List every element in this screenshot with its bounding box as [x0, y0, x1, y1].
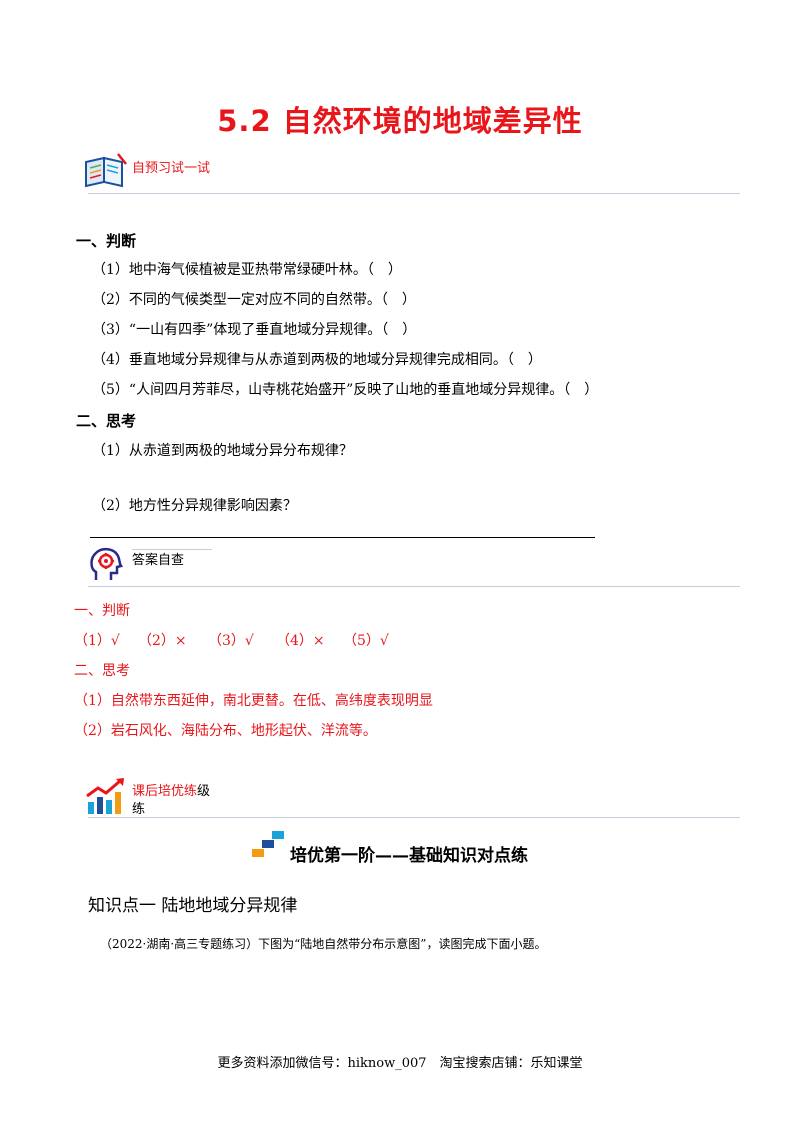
question-item: （4）垂直地域分异规律与从赤道到两极的地域分异规律完成相同。（ ）	[92, 352, 542, 368]
question-item: （2）地方性分异规律影响因素？	[92, 498, 297, 514]
question-item: （5）“人间四月芳菲尽，山寺桃花始盛开”反映了山地的垂直地域分异规律。（ ）	[92, 382, 599, 398]
preview-label: 自预习试一试	[132, 161, 211, 176]
question-item: （2）不同的气候类型一定对应不同的自然带。（ ）	[92, 292, 416, 308]
answer-item: （4）×	[276, 633, 325, 649]
question-intro: （2022·湖南·高三专题练习）下图为“陆地自然带分布示意图”，读图完成下面小题…	[100, 937, 547, 951]
practice-label-red: 课后培优练	[132, 784, 198, 799]
stage-title: 培优第一阶——基础知识对点练	[290, 846, 528, 866]
divider	[88, 193, 740, 194]
growth-chart-icon	[84, 776, 128, 816]
question-item: （1）从赤道到两极的地域分异分布规律？	[92, 443, 353, 459]
answer-item: （5）√	[343, 633, 389, 649]
answer-item: （3）√	[208, 633, 254, 649]
divider	[88, 817, 740, 818]
answer-item: （1）√	[74, 633, 120, 649]
divider	[88, 586, 740, 587]
practice-label-black: 级	[197, 784, 211, 799]
footer-text: 更多资料添加微信号：hiknow_007 淘宝搜索店铺：乐知课堂	[217, 1056, 583, 1071]
section-heading-think: 二、思考	[76, 412, 137, 430]
knowledge-point-heading: 知识点一 陆地地域分异规律	[88, 896, 298, 916]
practice-label-wrap: 练	[132, 802, 146, 817]
page-title: 5.2 自然环境的地域差异性	[217, 104, 583, 138]
book-icon	[82, 150, 130, 190]
answer-item: （2）×	[138, 633, 187, 649]
question-item: （3）“一山有四季”体现了垂直地域分异规律。（ ）	[92, 322, 417, 338]
answer-heading-judge: 一、判断	[74, 603, 130, 619]
label-underline	[132, 549, 212, 550]
question-item: （1）地中海气候植被是亚热带常绿硬叶林。（ ）	[92, 262, 402, 278]
practice-label: 课后培优练级	[132, 780, 210, 799]
answer-item: （2）岩石风化、海陆分布、地形起伏、洋流等。	[74, 723, 377, 739]
answer-line	[90, 537, 595, 538]
answer-item: （1）自然带东西延伸，南北更替。在低、高纬度表现明显	[74, 693, 433, 709]
answer-heading-think: 二、思考	[74, 663, 130, 679]
answer-label: 答案自查	[132, 553, 185, 568]
stairs-icon	[252, 830, 286, 858]
section-heading-judge: 一、判断	[76, 232, 137, 250]
head-gear-icon	[86, 544, 126, 584]
